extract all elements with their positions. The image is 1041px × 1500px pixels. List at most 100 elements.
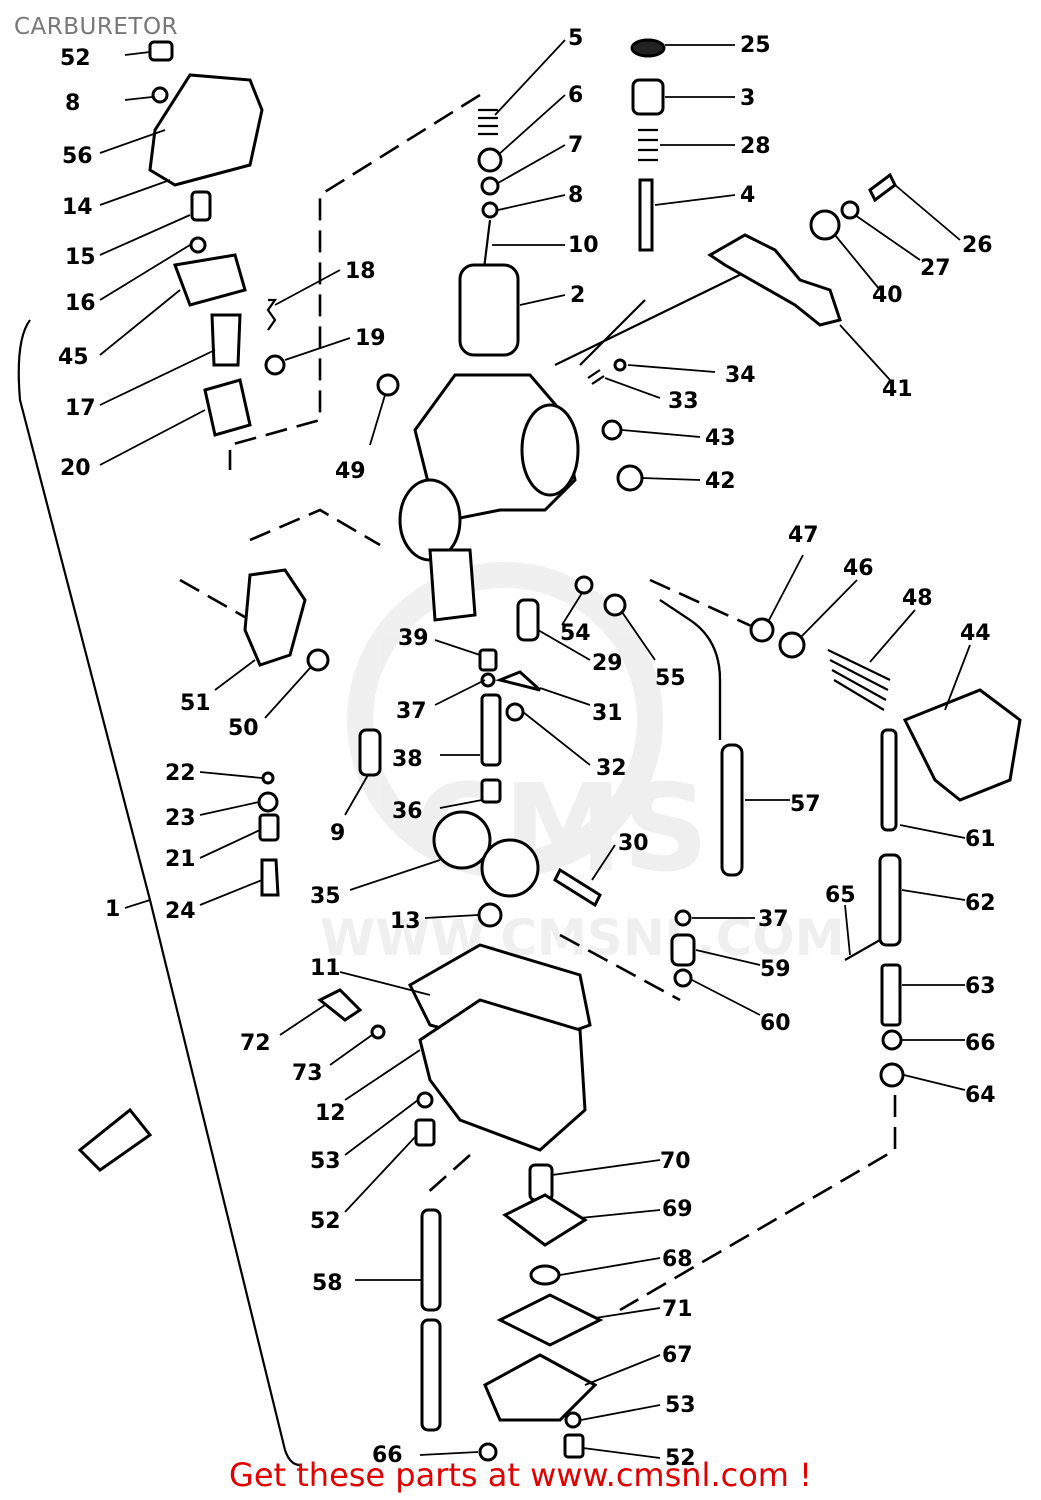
- callout: 35: [310, 884, 341, 909]
- callout: 21: [165, 847, 196, 872]
- callout: 29: [592, 651, 623, 676]
- lever-51: [243, 568, 307, 667]
- clip-31: [495, 670, 542, 692]
- callout: 41: [882, 377, 913, 402]
- bracket-20: [203, 378, 252, 437]
- callout: 62: [965, 891, 996, 916]
- spring-48: [827, 649, 891, 711]
- callout: 37: [758, 907, 789, 932]
- callout: 61: [965, 827, 996, 852]
- callout: 64: [965, 1083, 996, 1108]
- callout: 22: [165, 761, 196, 786]
- callout: 4: [740, 183, 755, 208]
- callout: 18: [345, 259, 376, 284]
- callout: 38: [392, 747, 423, 772]
- leader-lines: [99, 39, 971, 1459]
- callout: 3: [740, 86, 755, 111]
- plunger-4: [638, 178, 654, 252]
- footer-link-text[interactable]: Get these parts at www.cmsnl.com !: [229, 1456, 812, 1494]
- callout: 67: [662, 1343, 693, 1368]
- intake-bell: [520, 403, 580, 497]
- callout: 36: [392, 799, 423, 824]
- callout: 17: [65, 396, 96, 421]
- float-35b: [480, 838, 540, 898]
- spring-5: [478, 108, 498, 136]
- callout: 33: [668, 389, 699, 414]
- callout: 7: [568, 133, 583, 158]
- callout: 48: [902, 586, 933, 611]
- callout: 30: [618, 831, 649, 856]
- callout: 27: [920, 256, 951, 281]
- clip-7: [480, 176, 500, 196]
- washer-53: [416, 1091, 434, 1109]
- spring-70: [528, 1163, 554, 1202]
- cover-56: [148, 73, 264, 187]
- spring-28: [638, 128, 658, 162]
- screw-19: [264, 354, 286, 376]
- washer-60: [673, 968, 693, 988]
- carburetor-body: [243, 358, 644, 722]
- callout: 24: [165, 899, 196, 924]
- pin-65: [844, 939, 881, 961]
- pipe-57: [720, 743, 744, 877]
- callout: 49: [335, 459, 366, 484]
- plunger-62: [878, 853, 902, 947]
- spring-63: [880, 963, 902, 1027]
- callout: 51: [180, 691, 211, 716]
- washer-27: [840, 200, 860, 220]
- front-arrow-icon: [77, 1107, 153, 1172]
- ring-8: [481, 201, 499, 219]
- callout: 1: [105, 897, 120, 922]
- callout: 63: [965, 974, 996, 999]
- rod-61: [880, 728, 898, 832]
- callout: 73: [292, 1061, 323, 1086]
- callout: 26: [962, 233, 993, 258]
- callout: 65: [825, 883, 856, 908]
- callout: 23: [165, 806, 196, 831]
- nut-3: [631, 78, 665, 116]
- callout: 47: [788, 523, 819, 548]
- callout: 2: [570, 283, 585, 308]
- callout: 50: [228, 716, 259, 741]
- washer-73: [370, 1024, 386, 1040]
- oring-37b: [674, 909, 692, 927]
- callout: 52: [60, 46, 91, 71]
- screw-72: [317, 988, 363, 1022]
- body-lower: [428, 548, 477, 622]
- callout: 45: [58, 345, 89, 370]
- callout: 68: [662, 1247, 693, 1272]
- washer-23: [257, 791, 279, 813]
- assembly-bracket-line: [17, 319, 301, 1467]
- callout: 32: [596, 756, 627, 781]
- page-title: CARBURETOR: [14, 14, 179, 40]
- callout: 55: [655, 666, 686, 691]
- gasket-71: [496, 1293, 604, 1347]
- washer-32: [505, 702, 525, 722]
- washer-66b: [478, 1442, 498, 1462]
- spring-33: [587, 369, 605, 385]
- screw-26: [868, 172, 897, 203]
- throttle-arm-group: [707, 172, 897, 327]
- screw-43: [601, 419, 623, 441]
- callout: 31: [592, 701, 623, 726]
- fitting-42: [616, 464, 644, 492]
- callout: 39: [398, 626, 429, 651]
- callout: 58: [312, 1271, 343, 1296]
- slide-2: [458, 263, 520, 357]
- plug-54: [574, 575, 594, 595]
- cap-25: [630, 38, 666, 58]
- callout: 20: [60, 456, 91, 481]
- screw-52-top: [148, 40, 174, 62]
- spring-18: [266, 298, 278, 331]
- needle-stack: [458, 38, 666, 357]
- ring-22: [261, 771, 275, 785]
- pipe-58a: [420, 1208, 442, 1312]
- callout: 34: [725, 363, 756, 388]
- outlet-bell: [398, 478, 462, 562]
- callout: 37: [396, 699, 427, 724]
- callout: 71: [662, 1297, 693, 1322]
- callout: 8: [568, 183, 583, 208]
- callout: 14: [62, 195, 93, 220]
- callout: 42: [705, 469, 736, 494]
